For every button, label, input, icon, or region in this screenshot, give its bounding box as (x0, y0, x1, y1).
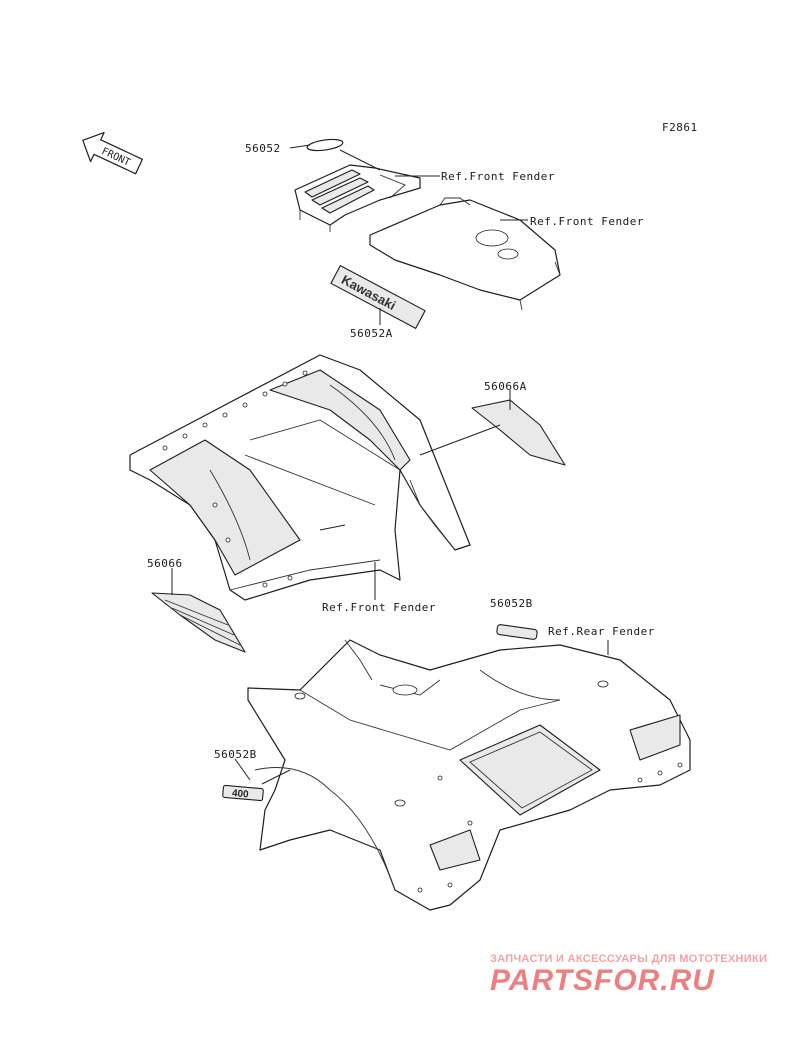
figure-code: F2861 (662, 121, 698, 134)
label-ref-front-fender-1: Ref.Front Fender (441, 170, 555, 183)
watermark-tagline: ЗАПЧАСТИ И АКСЕССУАРЫ ДЛЯ МОТОТЕХНИКИ (490, 953, 768, 965)
label-56052B-side: 56052B (214, 748, 257, 761)
decal-56052 (306, 138, 344, 152)
front-fender-main-panel (369, 197, 561, 311)
label-56066: 56066 (147, 557, 183, 570)
front-fender-assembly (129, 354, 471, 601)
label-56066A: 56066A (484, 380, 527, 393)
watermark-logo: PARTSFOR.RU (490, 964, 715, 997)
front-arrow-icon: FRONT (82, 131, 143, 175)
label-ref-front-fender-3: Ref.Front Fender (322, 601, 436, 614)
front-fender-upper-panel (294, 164, 421, 232)
decal-56052B-side: 400 (222, 784, 264, 802)
label-ref-front-fender-2: Ref.Front Fender (530, 215, 644, 228)
label-ref-rear-fender: Ref.Rear Fender (548, 625, 655, 638)
label-56052: 56052 (245, 142, 281, 155)
decal-56066 (151, 592, 246, 653)
tank-badge-text: 400 (231, 788, 249, 800)
leader-lines (171, 144, 609, 785)
decal-56052B-top (496, 624, 538, 640)
label-56052B-top: 56052B (490, 597, 533, 610)
emblem-56052A: Kawasaki (330, 265, 426, 329)
decal-56066A (471, 399, 566, 466)
label-56052A: 56052A (350, 327, 393, 340)
rear-fender-assembly (247, 639, 691, 911)
